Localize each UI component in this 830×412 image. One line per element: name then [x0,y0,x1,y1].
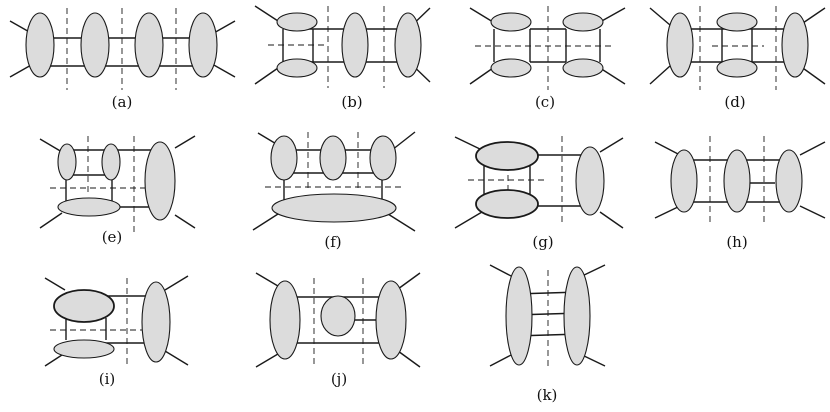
caption-f: (f) [324,233,341,251]
panel-e: (e) [39,135,196,246]
panel-d: (d) [649,6,826,111]
blob [319,135,347,181]
blob [276,58,318,78]
caption-k: (k) [537,386,558,404]
blob [562,12,604,32]
panel-f: (f) [252,131,416,251]
blob [53,339,115,359]
blob [271,193,397,223]
blob [144,141,176,221]
caption-g: (g) [532,233,553,251]
blob [269,280,301,360]
blob [505,266,533,366]
blob [716,58,758,78]
caption-a: (a) [112,93,133,111]
panel-b: (b) [254,5,431,111]
blob [490,12,532,32]
blob [563,266,591,366]
blob [394,12,422,78]
blob [276,12,318,32]
panel-j: (j) [255,272,421,388]
blob [475,189,539,219]
blob [781,12,809,78]
blob [53,289,115,323]
blob [134,12,164,78]
blob [575,146,605,216]
blob [475,141,539,171]
blob [341,12,369,78]
panel-i: (i) [44,275,189,388]
blob [562,58,604,78]
panel-g: (g) [454,136,624,251]
blob [716,12,758,32]
panel-k: (k) [489,264,606,404]
blob [101,143,121,181]
caption-i: (i) [99,370,116,388]
blob [670,149,698,213]
blob [57,197,121,217]
blob [320,295,356,337]
caption-b: (b) [341,93,362,111]
blob [80,12,110,78]
blob [666,12,694,78]
blob [490,58,532,78]
blob [141,281,171,363]
caption-h: (h) [726,233,747,251]
blob [775,149,803,213]
caption-j: (j) [331,370,347,388]
panel-a: (a) [9,8,236,111]
caption-d: (d) [724,93,745,111]
blob [270,135,298,181]
panel-h: (h) [654,136,826,251]
blob [375,280,407,360]
panel-c: (c) [469,6,626,111]
caption-c: (c) [535,93,555,111]
caption-e: (e) [102,228,123,246]
blob [25,12,55,78]
blob [369,135,397,181]
blob [723,149,751,213]
blob [57,143,77,181]
blob [188,12,218,78]
